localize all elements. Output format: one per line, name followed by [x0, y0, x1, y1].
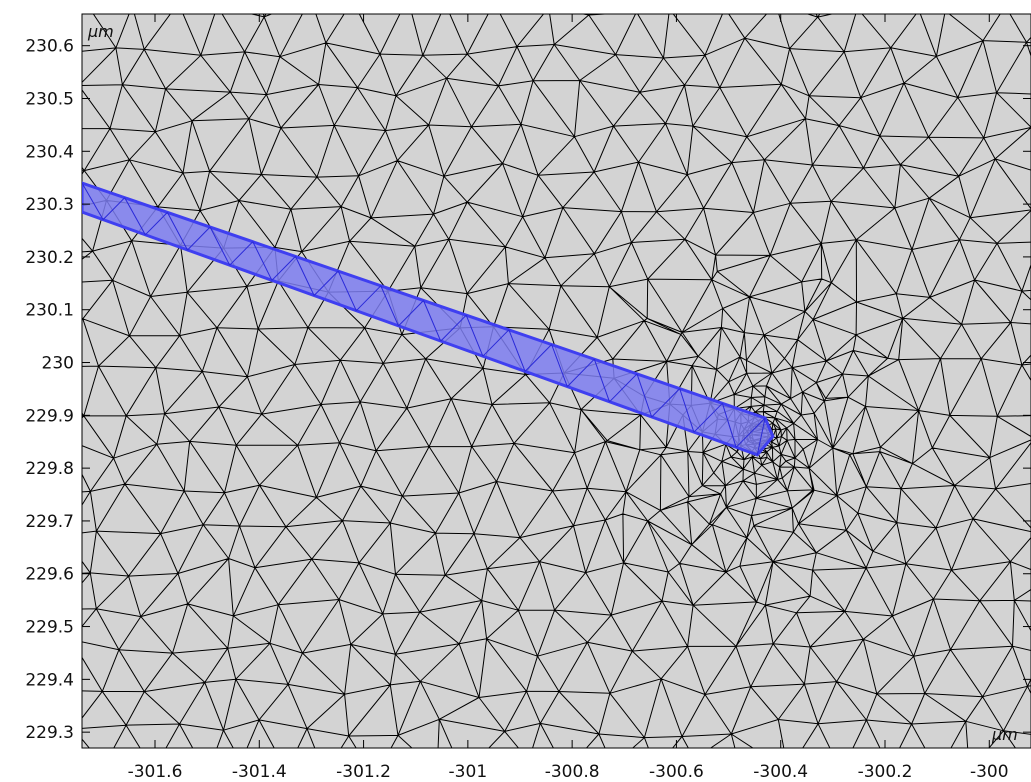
x-tick-label: -300: [970, 762, 1009, 782]
highlight-mesh-edges: [82, 182, 766, 456]
y-tick-label: 229.9: [25, 406, 74, 426]
x-axis: -301.6 -301.4 -301.2 -301 -300.8 -300.6 -300.4…: [128, 14, 1009, 782]
x-tick-label: -301.6: [128, 762, 183, 782]
y-tick-label: 229.8: [25, 459, 74, 479]
y-tick-label: 229.7: [25, 512, 74, 532]
y-axis: 229.3 229.4 229.5 229.6 229.7 229.8 229.9 230 23…: [25, 37, 1031, 743]
y-tick-label: 230.4: [25, 142, 74, 162]
y-tick-label: 230.2: [25, 248, 74, 268]
highlighted-domain-mesh: [82, 182, 766, 456]
y-tick-label: 230.1: [25, 301, 74, 321]
y-tick-label: 230: [42, 354, 74, 374]
x-tick-label: -300.8: [545, 762, 600, 782]
x-unit-label: µm: [991, 725, 1018, 744]
x-tick-label: -300.2: [858, 762, 913, 782]
x-tick-label: -300.6: [649, 762, 704, 782]
x-tick-label: -301.4: [232, 762, 287, 782]
y-tick-label: 229.6: [25, 565, 74, 585]
y-tick-label: 229.5: [25, 618, 74, 638]
y-tick-label: 230.6: [25, 37, 74, 57]
x-tick-label: -300.4: [753, 762, 808, 782]
x-tick-label: -301.2: [336, 762, 391, 782]
y-tick-label: 230.3: [25, 195, 74, 215]
y-tick-label: 229.3: [25, 723, 74, 743]
highlighted-domain[interactable]: [82, 181, 775, 457]
x-tick-label: -301: [449, 762, 488, 782]
y-tick-label: 229.4: [25, 670, 74, 690]
y-unit-label: µm: [87, 22, 114, 41]
y-tick-label: 230.5: [25, 89, 74, 109]
